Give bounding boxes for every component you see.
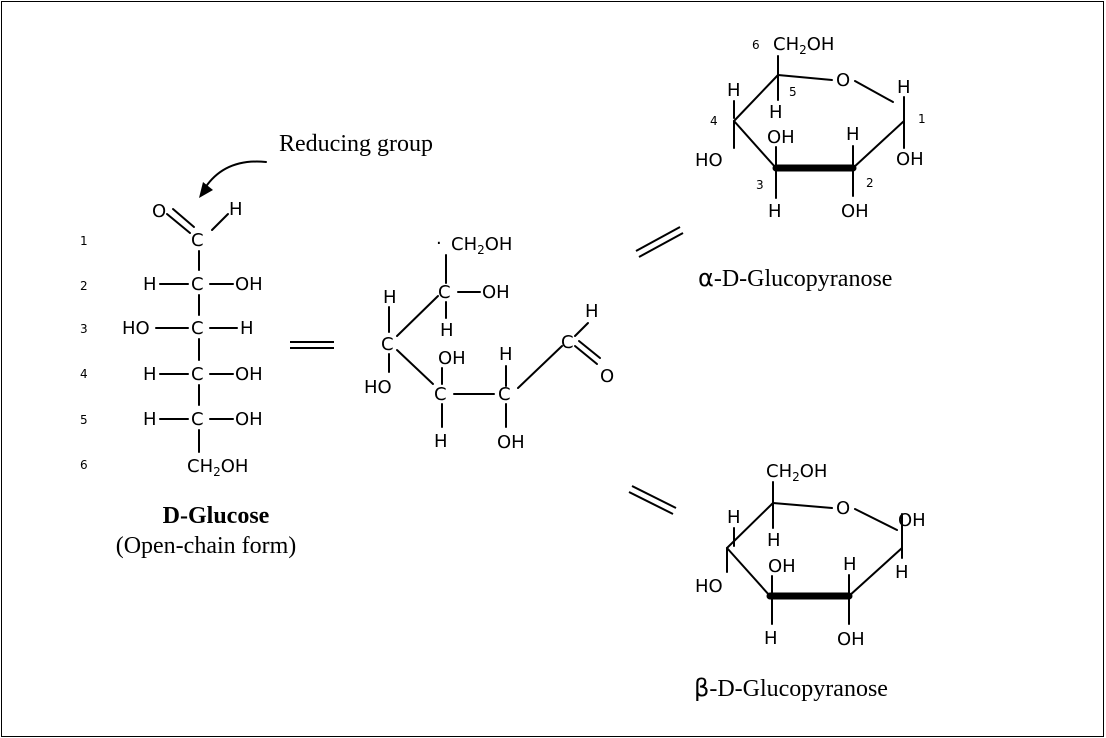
alpha-c3-hydroxyl: OH bbox=[767, 127, 795, 148]
alpha-carbon-number-4: 4 bbox=[710, 114, 718, 128]
alpha-c3-hydrogen: H bbox=[768, 201, 782, 222]
c2-carbon: C bbox=[191, 274, 204, 295]
int-c3-hydrogen: H bbox=[434, 431, 448, 452]
c4-hydroxyl: OH bbox=[235, 364, 263, 385]
beta-caption: β-D-Glucopyranose bbox=[694, 674, 888, 702]
int-c1-oxygen: O bbox=[600, 366, 614, 387]
int-c4-hydroxyl: HO bbox=[364, 377, 392, 398]
beta-c2-hydroxyl: OH bbox=[837, 629, 865, 650]
int-c1-carbon: C bbox=[561, 332, 574, 353]
alpha-carbon-number-5: 5 bbox=[789, 85, 797, 99]
c5-hydroxyl: OH bbox=[235, 409, 263, 430]
alpha-carbon-number-1: 1 bbox=[918, 112, 926, 126]
c5-carbon: C bbox=[191, 409, 204, 430]
int-c3-carbon: C bbox=[434, 384, 447, 405]
int-c2-hydrogen: H bbox=[499, 344, 513, 365]
beta-c5-hydrogen: H bbox=[767, 530, 781, 551]
equilibrium-arrow-alpha bbox=[635, 226, 681, 252]
c1-hydrogen: H bbox=[229, 199, 243, 220]
open-chain-subtitle: (Open-chain form) bbox=[116, 533, 297, 559]
int-c2-carbon: C bbox=[498, 384, 511, 405]
c3-carbon: C bbox=[191, 318, 204, 339]
reducing-group-arrow bbox=[204, 160, 267, 189]
carbon-number-3: 3 bbox=[80, 322, 88, 336]
c2-hydroxyl: OH bbox=[235, 274, 263, 295]
c5-hydrogen: H bbox=[143, 409, 157, 430]
alpha-c1-hydrogen: H bbox=[897, 77, 911, 98]
int-c5-carbon: C bbox=[438, 282, 451, 303]
beta-c2-hydrogen: H bbox=[843, 554, 857, 575]
beta-c4-hydrogen: H bbox=[727, 507, 741, 528]
int-dot: · bbox=[436, 233, 442, 254]
intermediate-structure: · CH2OH C OH H H C HO OH C H H C OH C H … bbox=[364, 233, 614, 453]
c1-carbon: C bbox=[191, 230, 204, 251]
int-c4-carbon: C bbox=[381, 334, 394, 355]
alpha-c2-hydrogen: H bbox=[846, 124, 860, 145]
int-c4-hydrogen: H bbox=[383, 287, 397, 308]
alpha-glucopyranose: 6 CH2OH H H 5 O H 1 OH 4 HO OH 3 H H 2 O… bbox=[695, 34, 926, 222]
alpha-c4-hydroxyl: HO bbox=[695, 150, 723, 171]
carbon-number-2: 2 bbox=[80, 279, 88, 293]
alpha-c4-hydrogen-top: H bbox=[727, 80, 741, 101]
reducing-group-label: Reducing group bbox=[279, 131, 433, 157]
reducing-group-arrowhead bbox=[199, 182, 213, 198]
carbon-number-1: 1 bbox=[80, 234, 88, 248]
carbon-number-6: 6 bbox=[80, 458, 88, 472]
c1-oxygen: O bbox=[152, 201, 166, 222]
alpha-c6-hydroxymethyl: CH2OH bbox=[773, 34, 834, 57]
carbon-number-4: 4 bbox=[80, 367, 88, 381]
c2-hydrogen: H bbox=[143, 274, 157, 295]
int-c5-hydrogen: H bbox=[440, 320, 454, 341]
open-chain-glucose: 1 2 3 4 5 6 O H C H C OH HO C H H C OH bbox=[80, 199, 263, 479]
int-c6-hydroxymethyl: CH2OH bbox=[451, 234, 512, 257]
alpha-c2-hydroxyl: OH bbox=[841, 201, 869, 222]
beta-c4-hydroxyl: HO bbox=[695, 576, 723, 597]
beta-c3-hydrogen: H bbox=[764, 628, 778, 649]
beta-glucopyranose: CH2OH H H O OH H HO OH H H OH bbox=[695, 461, 926, 650]
c4-carbon: C bbox=[191, 364, 204, 385]
c3-hydroxyl: HO bbox=[122, 318, 150, 339]
beta-c3-hydroxyl: OH bbox=[768, 556, 796, 577]
int-c1-hydrogen: H bbox=[585, 301, 599, 322]
alpha-carbon-number-3: 3 bbox=[756, 178, 764, 192]
alpha-caption: α-D-Glucopyranose bbox=[698, 264, 892, 292]
int-c3-hydroxyl: OH bbox=[438, 348, 466, 369]
alpha-c5-hydrogen: H bbox=[769, 102, 783, 123]
int-c5-hydroxyl: OH bbox=[482, 282, 510, 303]
beta-c1-hydrogen: H bbox=[895, 562, 909, 583]
alpha-carbon-number-2: 2 bbox=[866, 176, 874, 190]
c6-hydroxymethyl: CH2OH bbox=[187, 456, 248, 479]
alpha-c1-hydroxyl: OH bbox=[896, 149, 924, 170]
open-chain-title: D-Glucose bbox=[163, 503, 270, 529]
c3-hydrogen: H bbox=[240, 318, 254, 339]
beta-ring-oxygen: O bbox=[836, 498, 850, 519]
alpha-ring-oxygen: O bbox=[836, 70, 850, 91]
equilibrium-arrow-beta bbox=[631, 485, 677, 509]
alpha-carbon-number-6: 6 bbox=[752, 38, 760, 52]
beta-c1-hydroxyl: OH bbox=[898, 510, 926, 531]
carbon-number-5: 5 bbox=[80, 413, 88, 427]
c4-hydrogen: H bbox=[143, 364, 157, 385]
int-c2-hydroxyl: OH bbox=[497, 432, 525, 453]
beta-c6-hydroxymethyl: CH2OH bbox=[766, 461, 827, 484]
